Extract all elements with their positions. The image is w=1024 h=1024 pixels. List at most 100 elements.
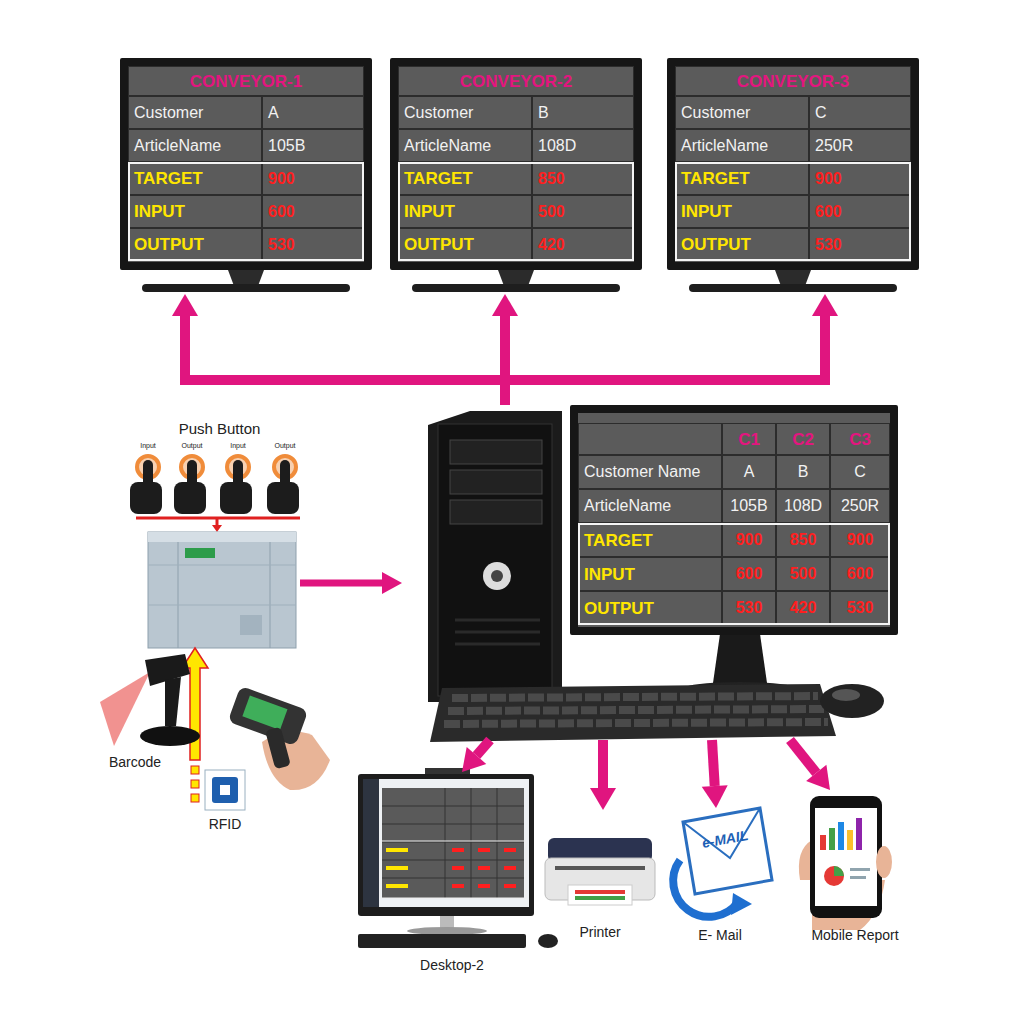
table-cell: 900 xyxy=(722,523,776,557)
table-cell: 108D xyxy=(776,489,830,523)
rfid-tag: RFID xyxy=(200,768,255,834)
mobile-illustration xyxy=(815,808,877,906)
plc-wire xyxy=(216,518,219,526)
table-cell: ArticleName xyxy=(128,129,262,162)
table-cell: ArticleName xyxy=(398,129,532,162)
plc-to-pc-arrow xyxy=(300,580,384,587)
connector-line xyxy=(790,740,816,773)
connector-line xyxy=(476,740,490,755)
desktop-2-illustration xyxy=(382,860,524,861)
desktop-2-illustration xyxy=(478,866,490,870)
plc-wire xyxy=(136,518,300,532)
desktop-2-illustration xyxy=(358,768,558,948)
plc-to-pc-arrow xyxy=(382,572,402,594)
table-cell: 108D xyxy=(532,129,634,162)
pc-tower xyxy=(491,570,503,582)
printer-illustration xyxy=(568,885,632,905)
table-cell: 500 xyxy=(532,195,634,228)
printer-illustration xyxy=(575,896,625,900)
printer-illustration xyxy=(545,838,655,905)
table-cell: 500 xyxy=(776,557,830,591)
conveyor-monitor: CONVEYOR-1CustomerAArticleName105BTARGET… xyxy=(120,58,372,294)
caption-text: Desktop-2 xyxy=(392,955,512,975)
connector-arrow xyxy=(172,294,505,405)
table-cell: TARGET xyxy=(128,162,262,195)
monitor-stands xyxy=(689,284,897,292)
arrow-head xyxy=(590,788,616,810)
arrow-head xyxy=(812,294,838,316)
table-cell: 900 xyxy=(809,162,911,195)
pc-tower xyxy=(450,470,542,494)
highlight-frame xyxy=(398,162,634,261)
table-cell: Customer xyxy=(675,96,809,129)
plc-unit xyxy=(148,532,296,648)
monitor-stands xyxy=(142,270,897,292)
table-cell: 850 xyxy=(776,523,830,557)
plc-to-pc-arrow xyxy=(300,572,402,594)
keyboard-and-mouse xyxy=(430,684,836,742)
caption-text: Printer xyxy=(540,922,660,942)
monitor-stands xyxy=(228,270,264,286)
plc-wire xyxy=(212,525,222,532)
plc-unit xyxy=(270,542,271,648)
mobile-illustration xyxy=(824,866,844,886)
caption-text: e-MAIL xyxy=(689,822,762,856)
desktop-2-illustration xyxy=(504,866,516,870)
rfid-reader-illustration xyxy=(242,696,287,730)
highlight-frame xyxy=(128,162,364,261)
connector-arrow xyxy=(790,740,830,790)
table-cell: OUTPUT xyxy=(675,228,809,261)
desktop-2-illustration xyxy=(445,788,446,898)
highlight-frame xyxy=(578,523,890,625)
cell-frame xyxy=(578,423,722,455)
mobile-illustration xyxy=(799,796,892,930)
monitor-stands xyxy=(775,270,811,286)
table-cell: 250R xyxy=(830,489,890,523)
mobile-illustration xyxy=(847,830,853,850)
arrow-head xyxy=(462,747,486,772)
pc-tower xyxy=(450,500,542,524)
mobile-illustration xyxy=(820,835,826,850)
table-cell: ArticleName xyxy=(578,489,722,523)
table-cell: TARGET xyxy=(578,523,722,557)
table-cell: C3 xyxy=(830,423,890,455)
desktop-2-illustration xyxy=(382,788,524,898)
desktop-computer: Desktop-2 xyxy=(355,772,560,977)
desktop-2-illustration xyxy=(386,848,408,852)
table-cell: OUTPUT xyxy=(398,228,532,261)
arrow-head xyxy=(172,294,198,316)
conveyor-monitor: CONVEYOR-2CustomerBArticleName108DTARGET… xyxy=(390,58,642,294)
scanner-arrow xyxy=(191,780,199,788)
table-cell: Customer xyxy=(128,96,262,129)
table-cell: CONVEYOR-3 xyxy=(675,66,911,96)
desktop-2-illustration xyxy=(407,927,487,935)
rfid-reader-illustration xyxy=(265,727,291,770)
table-cell: 105B xyxy=(262,129,364,162)
email-illustration xyxy=(731,893,752,915)
connector-line xyxy=(185,316,505,405)
pc-tower xyxy=(428,411,562,702)
push-button-hands xyxy=(267,482,299,514)
caption-text: E- Mail xyxy=(668,925,772,945)
table-cell: TARGET xyxy=(675,162,809,195)
conveyor-monitor: CONVEYOR-3CustomerCArticleName250RTARGET… xyxy=(667,58,919,294)
desktop-2-illustration xyxy=(538,934,558,948)
connector-arrow xyxy=(702,740,728,808)
table-cell: INPUT xyxy=(128,195,262,228)
desktop-2-illustration xyxy=(471,788,472,898)
highlight-frame xyxy=(675,162,911,261)
table-cell: 105B xyxy=(722,489,776,523)
table-cell: 530 xyxy=(262,228,364,261)
table-cell: CONVEYOR-1 xyxy=(128,66,364,96)
table-cell: C1 xyxy=(722,423,776,455)
desktop-2-illustration xyxy=(386,884,408,888)
scanner-arrow xyxy=(191,794,199,802)
table-cell: CONVEYOR-2 xyxy=(398,66,634,96)
printer-illustration xyxy=(555,866,645,870)
table-cell: A xyxy=(262,96,364,129)
table-cell: 250R xyxy=(809,129,911,162)
plc-unit xyxy=(148,565,296,566)
caption-text: RFID xyxy=(200,814,250,834)
plc-unit xyxy=(240,615,262,635)
